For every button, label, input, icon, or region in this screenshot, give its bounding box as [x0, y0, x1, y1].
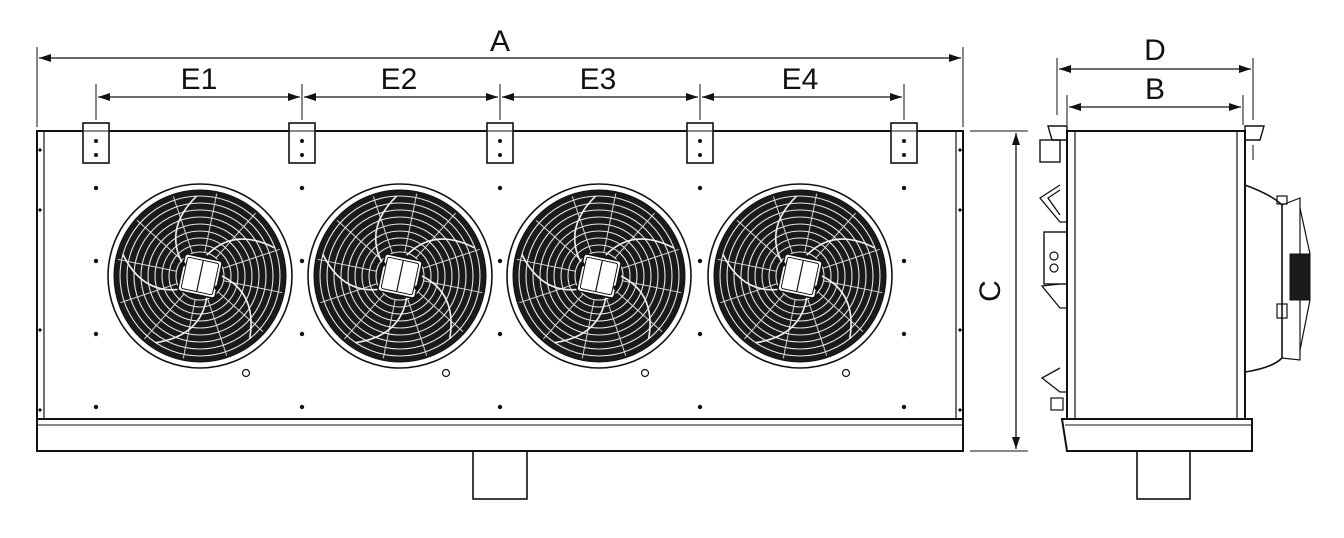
fan-hub [177, 253, 223, 299]
side-casing [1066, 130, 1246, 420]
rivet-dot [299, 258, 305, 264]
rivet-dot [901, 258, 907, 264]
rivet-dot [901, 185, 907, 191]
dimension-label-e4: E4 [782, 63, 819, 96]
dimensions-e: E1 E2 E3 E4 [95, 63, 905, 120]
rivet-dot [697, 185, 703, 191]
drain-hole [841, 368, 851, 378]
fan-guard [707, 183, 893, 369]
mounting-bracket [288, 122, 316, 164]
mounting-bracket [890, 122, 918, 164]
dimension-b: B [1066, 73, 1244, 125]
front-drain-outlet [472, 450, 528, 500]
fan-guard [506, 183, 692, 369]
fan-hub [777, 253, 823, 299]
dimension-label-c: C [974, 280, 1007, 302]
rivet-dot [497, 185, 503, 191]
rivet-dot [299, 331, 305, 337]
mounting-bracket [82, 122, 110, 164]
front-drip-tray [36, 418, 964, 452]
rivet-dot [497, 331, 503, 337]
front-view [36, 122, 964, 500]
dimension-d: D [1056, 34, 1254, 120]
fan-motor-side [1289, 253, 1311, 301]
dimension-label-d: D [1144, 34, 1166, 67]
dimension-label-e1: E1 [181, 63, 218, 96]
dimension-a: A [36, 25, 964, 127]
side-view [1039, 125, 1311, 500]
rivet-dot [697, 258, 703, 264]
dimension-label-e2: E2 [381, 63, 418, 96]
fan-hub [377, 253, 423, 299]
rivet-dot [497, 404, 503, 410]
fan-hub [576, 253, 622, 299]
side-drain-outlet [1136, 450, 1191, 500]
dimension-label-b: B [1145, 73, 1165, 106]
rivet-dot [697, 331, 703, 337]
rivet-dot [697, 404, 703, 410]
drain-hole [441, 368, 451, 378]
drain-hole [640, 368, 650, 378]
mounting-bracket [686, 122, 714, 164]
rivet-dot [299, 404, 305, 410]
drain-hole [241, 368, 251, 378]
fan-guard [107, 183, 293, 369]
dimension-c: C [970, 130, 1028, 452]
rivet-dot [901, 404, 907, 410]
mounting-bracket [486, 122, 514, 164]
rivet-dot [497, 258, 503, 264]
rivet-dot [901, 331, 907, 337]
dimension-label-a: A [490, 25, 510, 58]
fan-guard [307, 183, 493, 369]
rivet-dot [93, 258, 99, 264]
dimension-label-e3: E3 [580, 63, 617, 96]
rivet-dot [93, 404, 99, 410]
rivet-dot [299, 185, 305, 191]
side-drip-tray [1060, 418, 1253, 452]
rivet-dot [93, 331, 99, 337]
rivet-dot [93, 185, 99, 191]
